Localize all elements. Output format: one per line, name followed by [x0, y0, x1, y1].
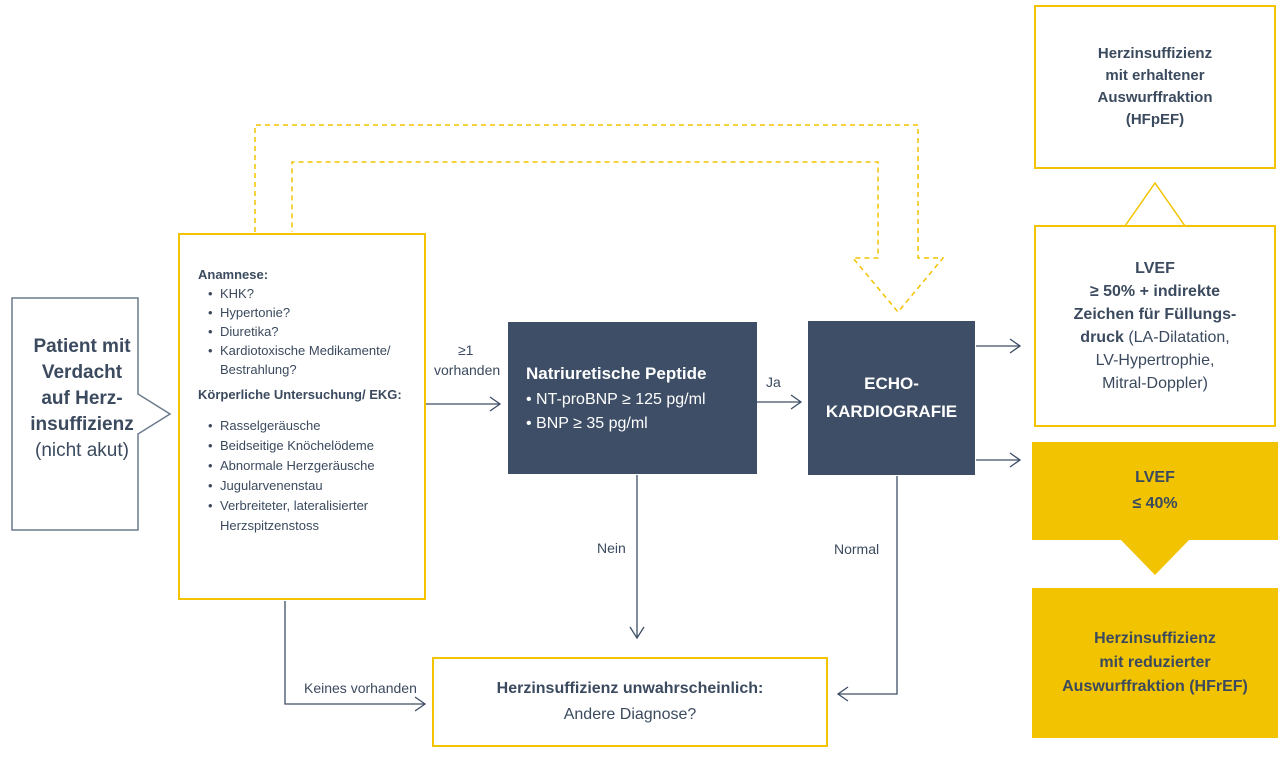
edge-label-present: ≥1	[458, 342, 474, 358]
exam-list: Rasselgeräusche Beidseitige Knöchelödeme…	[198, 416, 424, 536]
anamnese-item: Kardiotoxische Medikamente/ Bestrahlung?	[208, 341, 420, 379]
edge-label-present-2: vorhanden	[434, 362, 501, 378]
echo-line-1: ECHO-	[864, 374, 919, 393]
lvef-preserved-line-1: LVEF	[1135, 260, 1175, 277]
anamnese-item: Hypertonie?	[208, 303, 424, 322]
edge-label-yes: Ja	[766, 374, 781, 390]
peptide-item-1: • NT-proBNP ≥ 125 pg/ml	[526, 391, 706, 408]
exam-item: Abnormale Herzgeräusche	[208, 456, 424, 476]
patient-box-shape	[11, 297, 172, 531]
arrowhead-lvef-reduced	[1009, 452, 1022, 468]
unlikely-box: Herzinsuffizienz unwahrscheinlich: Ander…	[432, 657, 828, 747]
unlikely-subtitle: Andere Diagnose?	[563, 706, 697, 723]
lvef-preserved-line-2: ≥ 50% + indirekte	[1089, 283, 1221, 300]
arrowhead-peptide	[489, 396, 502, 412]
unlikely-title: Herzinsuffizienz unwahrscheinlich:	[496, 680, 764, 697]
lvef-reduced-box: LVEF ≤ 40%	[1032, 442, 1278, 540]
lvef-preserved-line-3: Zeichen für Füllungs-	[1073, 306, 1237, 323]
edge-label-none-present: Keines vorhanden	[304, 680, 417, 696]
lvef-preserved-line-6: Mitral-Doppler)	[1102, 375, 1208, 392]
lvef-preserved-line-4: druck (LA-Dilatation,	[1080, 326, 1229, 349]
exam-item: Verbreiteter, lateralisierter Herzspitze…	[208, 496, 420, 536]
peptide-box: Natriuretische Peptide • NT-proBNP ≥ 125…	[508, 322, 757, 474]
patient-line-3: auf Herz-	[41, 388, 123, 409]
lvef-reduced-line-1: LVEF	[1135, 469, 1175, 486]
arrowhead-unlikely-right	[836, 686, 849, 702]
hfpef-line-3: Auswurffraktion	[1097, 89, 1213, 106]
echo-box: ECHO- KARDIOGRAFIE	[808, 321, 975, 475]
lvef-preserved-box: LVEF ≥ 50% + indirekte Zeichen für Füllu…	[1034, 225, 1276, 427]
dashed-path	[254, 124, 945, 314]
anamnese-item: KHK?	[208, 284, 424, 303]
edge-label-no: Nein	[597, 540, 626, 556]
hfref-box: Herzinsuffizienz mit reduzierter Auswurf…	[1032, 588, 1278, 738]
hfpef-line-2: mit erhaltener	[1105, 67, 1205, 84]
exam-item: Beidseitige Knöchelödeme	[208, 436, 424, 456]
lvef-preserved-line-5: LV-Hypertrophie,	[1095, 352, 1215, 369]
peptide-item-1-text: NT-proBNP ≥ 125 pg/ml	[536, 391, 706, 408]
patient-line-4: insuffizienz	[30, 414, 134, 435]
hfpef-box: Herzinsuffizienz mit erhaltener Auswurff…	[1034, 5, 1276, 169]
anamnese-item: Diuretika?	[208, 322, 424, 341]
edge-anamnese-unlikely	[284, 601, 425, 705]
arrowhead-lvef-preserved	[1009, 338, 1022, 354]
hfref-line-2: mit reduzierter	[1099, 654, 1211, 671]
peptide-title: Natriuretische Peptide	[526, 364, 707, 383]
anamnese-box: Anamnese: KHK? Hypertonie? Diuretika? Ka…	[178, 233, 426, 600]
arrowhead-unlikely-down	[629, 626, 645, 640]
lvef-preserved-line-4a: druck	[1080, 329, 1124, 346]
anamnese-title: Anamnese:	[198, 267, 269, 282]
exam-item: Rasselgeräusche	[208, 416, 424, 436]
patient-line-2: Verdacht	[41, 362, 123, 383]
peptide-item-2: • BNP ≥ 35 pg/ml	[526, 415, 648, 432]
anamnese-list: KHK? Hypertonie? Diuretika? Kardiotoxisc…	[198, 284, 424, 379]
patient-line-1: Patient mit	[33, 336, 131, 357]
hfref-line-3: Auswurffraktion (HFrEF)	[1062, 678, 1248, 695]
hfpef-line-4: (HFpEF)	[1125, 111, 1185, 128]
hfpef-line-1: Herzinsuffizienz	[1097, 45, 1213, 62]
arrow-up-hfpef	[1123, 181, 1187, 227]
patient-box: Patient mit Verdacht auf Herz- insuffizi…	[12, 298, 172, 530]
patient-line-5: (nicht akut)	[35, 440, 129, 461]
exam-item: Jugularvenenstau	[208, 476, 424, 496]
exam-title: Körperliche Untersuchung/ EKG:	[198, 387, 402, 402]
edge-label-normal: Normal	[834, 541, 880, 557]
lvef-preserved-line-4b: (LA-Dilatation,	[1123, 329, 1230, 346]
lvef-reduced-line-2: ≤ 40%	[1132, 495, 1178, 512]
patient-text: Patient mit Verdacht auf Herz- insuffizi…	[18, 334, 146, 464]
peptide-item-2-text: BNP ≥ 35 pg/ml	[536, 415, 648, 432]
arrow-down-hfref	[1120, 539, 1190, 575]
echo-line-2: KARDIOGRAFIE	[825, 402, 958, 421]
arrowhead-unlikely-left	[414, 696, 427, 712]
arrowhead-echo	[790, 394, 803, 410]
edge-echo-unlikely	[838, 476, 898, 695]
hfref-line-1: Herzinsuffizienz	[1094, 630, 1216, 647]
